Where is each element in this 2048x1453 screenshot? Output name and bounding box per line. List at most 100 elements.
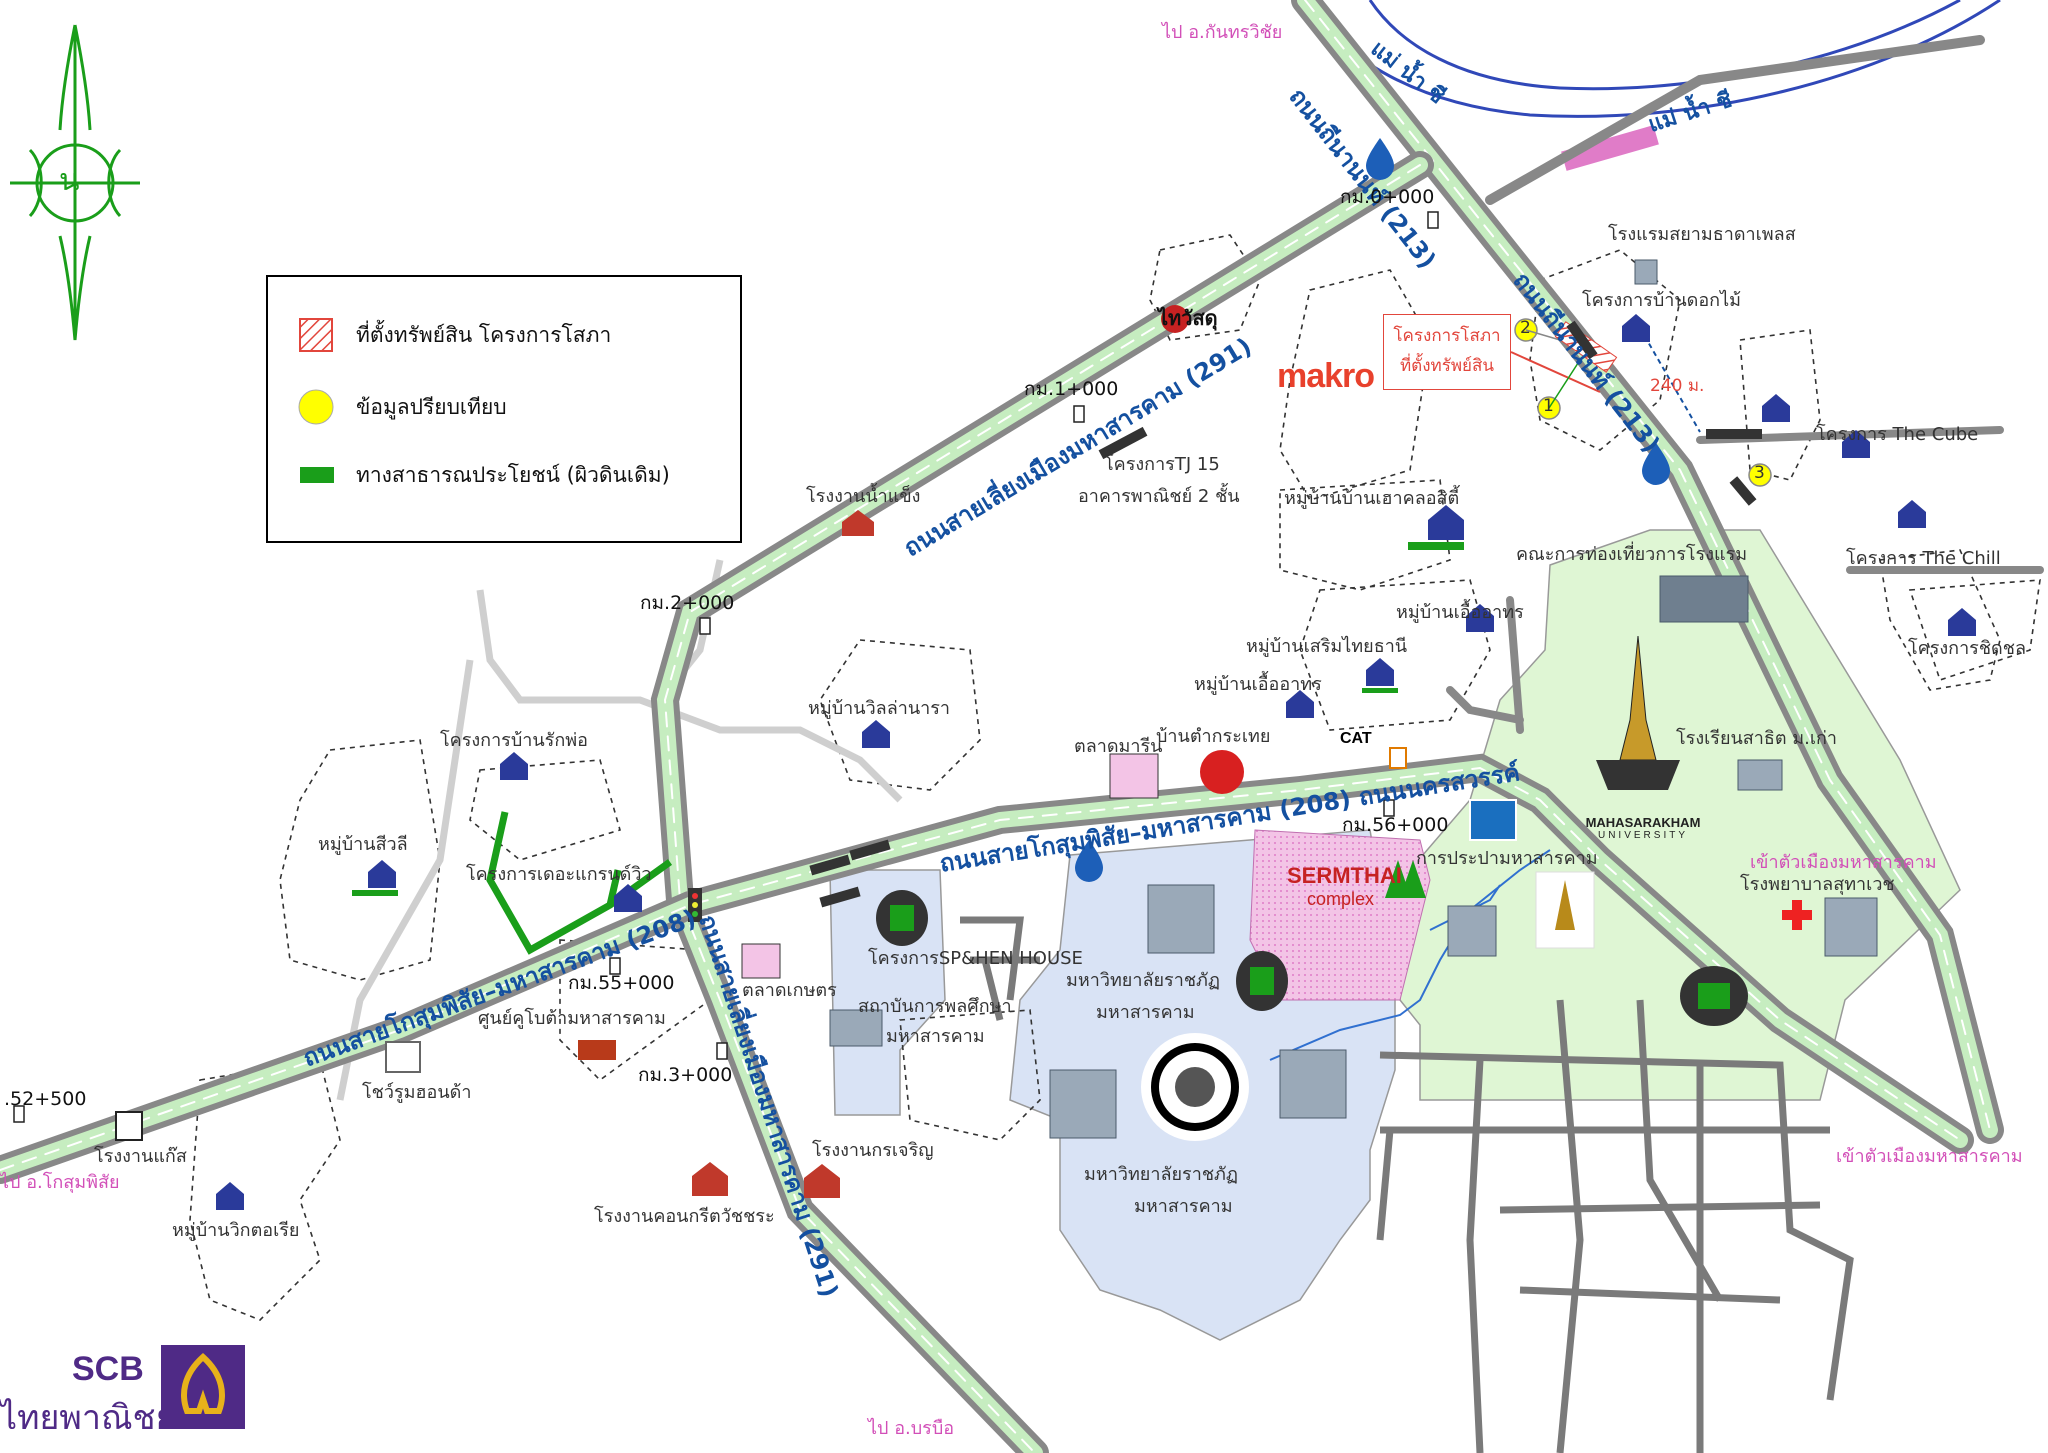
- place-label: ตลาดมารีน: [1074, 736, 1163, 757]
- place-label: โรงพยาบาลสุทาเวช: [1740, 874, 1895, 895]
- stream: [1269, 849, 1551, 1061]
- place-label: โชว์รูมฮอนด้า: [362, 1082, 472, 1103]
- msu-small-tower-icon: [1555, 880, 1575, 930]
- place-label: ตลาดเกษตร: [742, 980, 837, 1001]
- thaiwatsadu-logo: ไทวัสดุ: [1158, 308, 1218, 330]
- place-label: โรงแรมสยามธาดาเพลส: [1608, 224, 1796, 245]
- place-label: โครงการSP&HEN HOUSE: [868, 948, 1083, 969]
- legend-row-comparable: ข้อมูลปรียบเทียบ: [298, 389, 507, 425]
- thai-north-compass-icon: [10, 24, 140, 341]
- distance-arrow: [1639, 327, 1701, 433]
- destination-kantharawichai: ไป อ.กันทรวิชัย: [1162, 22, 1283, 43]
- map-legend: ที่ตั้งทรัพย์สิน โครงการโสภา ข้อมูลปรียบ…: [266, 275, 742, 543]
- hatch-swatch-icon: [299, 318, 333, 352]
- property-callout: โครงการโสภา ที่ตั้งทรัพย์สิน: [1383, 314, 1511, 390]
- destination-kosum: ไป อ.โกสุมพิสัย: [0, 1172, 120, 1193]
- seven-eleven-icon: [1389, 747, 1407, 769]
- destination-borabue: ไป อ.บรบือ: [868, 1418, 955, 1439]
- km-marker: กม.1+000: [1024, 378, 1119, 400]
- msu-campus-zone: [1399, 529, 1961, 1101]
- legend-row-public-way: ทางสาธารณประโยชน์ (ผิวดินเดิม): [298, 457, 670, 493]
- green-bar-icon: [300, 467, 334, 483]
- cat-logo: CAT: [1340, 730, 1372, 747]
- distance-label: 240 ม.: [1650, 376, 1705, 396]
- house-icon: [216, 314, 1976, 1210]
- scb-logo-line2: ไทยพาณิชย์: [0, 1399, 176, 1437]
- place-label: บ้านตำกระเทย: [1156, 726, 1271, 747]
- legend-comparable-label: ข้อมูลปรียบเทียบ: [356, 394, 507, 419]
- place-label: สถาบันการพลศึกษา: [858, 996, 1012, 1017]
- sermthai-logo: SERMTHAI complex: [1287, 863, 1402, 910]
- place-label: คณะการท่องเที่ยวการโรงแรม: [1516, 544, 1748, 565]
- property-pointer: [1510, 351, 1601, 393]
- sermthai-logo-line1: SERMTHAI: [1287, 863, 1402, 888]
- place-label: หมู่บ้านเสริมไทยธานี: [1246, 636, 1408, 657]
- place-label: โครงการ The Chill: [1846, 548, 2001, 569]
- place-label: มหาสารคาม: [886, 1026, 985, 1047]
- hospital-icon: [1782, 900, 1812, 930]
- tractor-icon: [578, 1040, 616, 1060]
- place-label: โรงเรียนสาธิต ม.เก่า: [1676, 728, 1838, 749]
- building-icon: [829, 259, 1878, 1139]
- rru-seal-icon: [1141, 1033, 1249, 1141]
- compass-glyph: น: [59, 163, 80, 198]
- place-label: การประปามหาสารคาม: [1416, 848, 1598, 869]
- destination-city-2: เข้าตัวเมืองมหาสารคาม: [1836, 1146, 2023, 1167]
- place-label: มหาสารคาม: [1134, 1196, 1233, 1217]
- scb-logo-line1: SCB: [72, 1350, 144, 1388]
- comparable-number: 3: [1754, 463, 1765, 483]
- place-label: หมู่บ้านวิกตอเรีย: [172, 1220, 300, 1241]
- sermthai-zone: [1249, 829, 1431, 1001]
- place-label: โครงการ The Cube: [1816, 424, 1979, 445]
- msu-logo-line2: UNIVERSITY: [1597, 830, 1688, 841]
- place-label: โรงงานกรเจริญ: [812, 1140, 934, 1161]
- legend-row-property: ที่ตั้งทรัพย์สิน โครงการโสภา: [298, 317, 611, 353]
- scb-emblem-icon: [161, 1345, 245, 1429]
- comparable-number: 1: [1543, 396, 1554, 416]
- sermthai-logo-line2: complex: [1307, 889, 1375, 909]
- gas-station-icon: [1075, 138, 1670, 882]
- house-base-icon: [352, 542, 1464, 896]
- msu-tower-icon: [1596, 635, 1680, 790]
- place-label: หมู่บ้านบ้านเฮาคลอสิตี้: [1284, 488, 1460, 509]
- place-label: โครงการบ้านรักพ่อ: [440, 730, 588, 751]
- km-marker: กม.2+000: [640, 592, 735, 614]
- place-label: หมู่บ้านเอื้ออาทร: [1396, 602, 1524, 623]
- property-callout-line2: ที่ตั้งทรัพย์สิน: [1399, 356, 1495, 376]
- km-marker: .52+500: [4, 1088, 87, 1110]
- destination-city-1: เข้าตัวเมืองมหาสารคาม: [1750, 852, 1937, 873]
- scb-logo: SCB ไทยพาณิชย์: [0, 1342, 250, 1442]
- km-marker: กม.56+000: [1342, 814, 1449, 836]
- comparable-number: 2: [1520, 318, 1531, 338]
- yellow-circle-icon: [298, 389, 334, 425]
- place-label: โครงการชิดชล: [1908, 638, 2026, 659]
- place-label: โรงงานน้ำแข็ง: [806, 486, 921, 507]
- place-label: ศูนย์คูโบต้ามหาสารคาม: [478, 1008, 666, 1029]
- fuel-pump-icon: [115, 1111, 143, 1141]
- place-label: หมู่บ้านสีวลี: [318, 834, 408, 855]
- place-label: มหาวิทยาลัยราชภัฏ: [1066, 970, 1220, 991]
- place-label: อาคารพาณิชย์ 2 ชั้น: [1078, 486, 1240, 507]
- place-label: โครงการเดอะแกรนด์วิว: [466, 864, 652, 885]
- sermthai-tree-icon: [1385, 860, 1426, 898]
- place-label: โครงการบ้านดอกไม้: [1582, 290, 1741, 311]
- msu-logo-line1: MAHASARAKHAM: [1585, 815, 1701, 830]
- legend-public-way-label: ทางสาธารณประโยชน์ (ผิวดินเดิม): [356, 462, 670, 487]
- bridge-icon: [809, 320, 1762, 908]
- market-icon: [741, 753, 1159, 979]
- thaiwatsadu-icon: [1161, 305, 1189, 333]
- km-marker: กม.55+000: [568, 972, 675, 994]
- pwa-sign-icon: [1469, 799, 1517, 841]
- place-label: โครงการTJ 15: [1104, 454, 1220, 475]
- place-label: โรงงานคอนกรีตวัชชระ: [594, 1206, 775, 1227]
- comparable-markers: [1514, 318, 1772, 487]
- factory-icon: [692, 510, 874, 1198]
- place-label: มหาสารคาม: [1096, 1002, 1195, 1023]
- temple-icon: [1200, 750, 1244, 794]
- msu-logo-text: MAHASARAKHAM UNIVERSITY: [1573, 815, 1713, 841]
- km-marker: กม.0+000: [1340, 186, 1435, 208]
- honda-icon: [385, 1041, 421, 1073]
- place-label: มหาวิทยาลัยราชภัฏ: [1084, 1164, 1238, 1185]
- makro-logo: makro: [1277, 357, 1375, 395]
